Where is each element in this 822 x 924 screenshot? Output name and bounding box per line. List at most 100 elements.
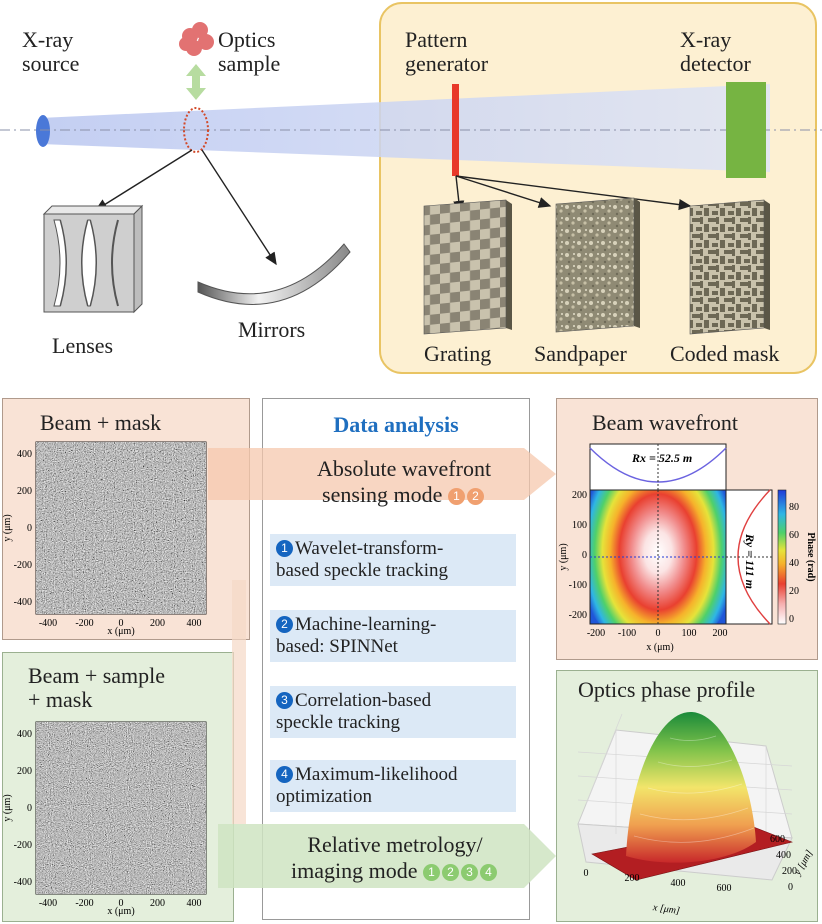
mode-num-badge: 2 — [466, 488, 484, 505]
y-tick-label: 100 — [572, 520, 587, 531]
profile-ylabel: y [μm] — [792, 848, 816, 878]
y-tick-label: 200 — [782, 866, 797, 877]
y-tick-label: 400 — [17, 449, 32, 460]
data-analysis-title: Data analysis — [333, 412, 459, 437]
speckle-1-ylabel: y (μm) — [2, 514, 13, 541]
y-tick-label: -200 — [14, 840, 32, 851]
optics-profile-title: Optics phase profile — [578, 677, 756, 702]
y-tick-label: 400 — [776, 850, 791, 861]
wavefront-ylabel: y (μm) — [558, 543, 569, 570]
y-tick-label: 0 — [582, 550, 587, 561]
y-tick-label: 0 — [788, 882, 793, 893]
x-tick-label: 200 — [150, 618, 165, 629]
x-tick-label: 100 — [682, 628, 697, 639]
phase-dome-surface — [626, 711, 756, 863]
coded-mask-label: Coded mask — [670, 341, 780, 366]
speckle-plot-1: -400 -200 0 200 400 400 200 0 -200 -400 x (μm) y … — [2, 441, 207, 637]
mirror-icon — [197, 243, 351, 305]
x-tick-label: -100 — [618, 628, 636, 639]
x-tick-label: 0 — [656, 628, 661, 639]
grating-icon — [423, 199, 512, 335]
y-tick-label: 0 — [27, 523, 32, 534]
beam-sample-title: Beam + sample+ mask — [28, 663, 166, 712]
phase-colorbar — [777, 489, 787, 625]
y-tick-label: 0 — [27, 803, 32, 814]
sandpaper-icon — [555, 197, 640, 333]
grating-label: Grating — [424, 341, 492, 366]
y-tick-label: -400 — [14, 877, 32, 888]
lenses-label: Lenses — [52, 333, 114, 358]
profile-xlabel: x [μm] — [651, 902, 680, 917]
speckle-2-ylabel: y (μm) — [2, 794, 13, 821]
x-tick-label: 0 — [584, 868, 589, 879]
y-tick-label: 200 — [17, 486, 32, 497]
x-tick-label: -400 — [39, 898, 57, 909]
mirrors-label: Mirrors — [238, 317, 306, 342]
insert-arrow-icon — [186, 64, 206, 100]
x-tick-label: 200 — [625, 873, 640, 884]
x-tick-label: -200 — [75, 898, 93, 909]
beam-wavefront-title: Beam wavefront — [592, 410, 738, 435]
y-tick-label: -200 — [569, 610, 587, 621]
x-tick-label: -200 — [75, 618, 93, 629]
ry-label: Ry = 111 m — [743, 533, 757, 589]
wavefront-xlabel: x (μm) — [646, 642, 673, 653]
y-tick-label: -200 — [14, 560, 32, 571]
absolute-mode-band — [208, 448, 556, 500]
x-tick-label: 0 — [119, 898, 124, 909]
mode-num-badge: 4 — [479, 864, 497, 881]
y-tick-label: 400 — [17, 729, 32, 740]
speckle-2-xlabel: x (μm) — [107, 906, 134, 917]
y-tick-label: 600 — [770, 834, 785, 845]
x-tick-label: -400 — [39, 618, 57, 629]
mode-num-badge: 1 — [447, 488, 465, 505]
x-tick-label: 400 — [187, 898, 202, 909]
sample-position-marker — [183, 107, 209, 153]
optics-sample-icon — [179, 22, 214, 56]
x-tick-label: 200 — [713, 628, 728, 639]
colorbar-tick-label: 0 — [789, 614, 794, 625]
x-tick-label: 0 — [119, 618, 124, 629]
x-tick-label: 600 — [717, 883, 732, 894]
colorbar-tick-label: 80 — [789, 502, 799, 513]
mode-num-badge: 2 — [441, 864, 459, 881]
x-tick-label: 400 — [671, 878, 686, 889]
y-tick-label: -400 — [14, 597, 32, 608]
detector-icon — [726, 82, 766, 178]
mode-num-badge: 3 — [460, 864, 478, 881]
speckle-1-xlabel: x (μm) — [107, 626, 134, 637]
colorbar-tick-label: 20 — [789, 586, 799, 597]
x-tick-label: -200 — [587, 628, 605, 639]
lenses-icon — [42, 204, 144, 314]
speckle-plot-2: -400 -200 0 200 400 400 200 0 -200 -400 x (μm) y … — [2, 721, 207, 917]
colorbar-tick-label: 40 — [789, 558, 799, 569]
optics-profile-plot: 0 200 400 600 0 200 400 600 x [μm] y [μm] — [577, 711, 816, 917]
xray-source-spot — [36, 115, 50, 147]
xray-beam — [40, 84, 770, 172]
beam-mask-title: Beam + mask — [40, 410, 162, 435]
y-tick-label: 200 — [572, 490, 587, 501]
sandpaper-label: Sandpaper — [534, 341, 627, 366]
colorbar-label: Phase (rad) — [805, 532, 816, 581]
schematic-svg — [0, 2, 822, 374]
coded-mask-icon — [689, 199, 770, 335]
mode-num-badge: 1 — [422, 864, 440, 881]
y-tick-label: 200 — [17, 766, 32, 777]
rx-label: Rx = 52.5 m — [631, 451, 692, 465]
colorbar-tick-label: 60 — [789, 530, 799, 541]
x-tick-label: 400 — [187, 618, 202, 629]
y-tick-label: -100 — [569, 580, 587, 591]
x-tick-label: 200 — [150, 898, 165, 909]
pattern-generator-bar — [452, 84, 459, 176]
